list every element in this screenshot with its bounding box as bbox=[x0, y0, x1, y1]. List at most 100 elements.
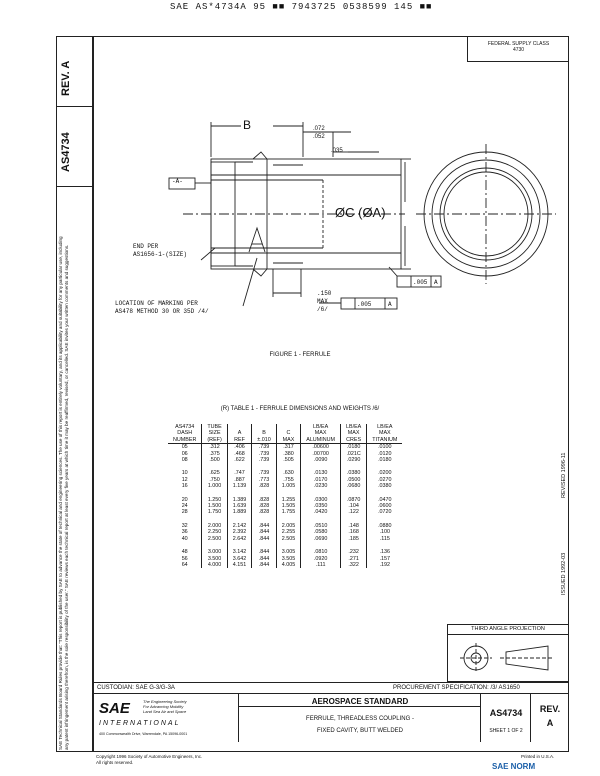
table-cell: .844 bbox=[251, 555, 277, 562]
table-cell: .505 bbox=[275, 457, 301, 464]
table-cell: .844 bbox=[251, 529, 277, 536]
table-group-gap bbox=[168, 542, 403, 550]
table-cell: .312 bbox=[201, 443, 228, 451]
table-cell: 3.142 bbox=[226, 549, 252, 556]
end-per-line1: END PER bbox=[133, 243, 159, 250]
table-cell: 2.250 bbox=[201, 529, 228, 536]
table-cell: .271 bbox=[339, 555, 367, 562]
table-cell: 40 bbox=[181, 535, 188, 542]
table-row: 08.500.622.739.505.0090.0290.0180 bbox=[168, 457, 403, 464]
dim-072-label: .072 bbox=[313, 126, 325, 132]
table-row: 06.375.468.739.380.00700.021C.0120 bbox=[168, 450, 403, 458]
table-cell: .380 bbox=[275, 450, 301, 458]
table-group-gap bbox=[168, 463, 403, 471]
table-cell: .0420 bbox=[300, 509, 341, 516]
table-cell: .0090 bbox=[300, 457, 341, 464]
rev-label: REV. bbox=[539, 704, 561, 714]
table-cell: 2.255 bbox=[275, 529, 301, 536]
sheet-number: SHEET 1 OF 2 bbox=[489, 728, 523, 734]
table-cell: 28 bbox=[181, 509, 188, 516]
table-cell: 1.000 bbox=[201, 483, 228, 490]
table-cell: .00700 bbox=[300, 450, 341, 458]
table-cell: .844 bbox=[251, 535, 277, 543]
note-6-label: /6/ bbox=[317, 306, 328, 313]
figure-caption: FIGURE 1 - FERRULE bbox=[269, 352, 331, 358]
table-cell: 1.255 bbox=[275, 496, 301, 504]
third-angle-projection-label: THIRD ANGLE PROJECTION bbox=[448, 625, 568, 635]
table-cell: .0120 bbox=[366, 450, 403, 458]
table-cell: .0180 bbox=[366, 457, 403, 464]
table-cell: .021C bbox=[339, 450, 367, 458]
aerospace-standard-title: AEROSPACE STANDARD bbox=[311, 697, 409, 706]
table-row: 10.625.747.739.630.0130.0380.0200 bbox=[168, 470, 403, 477]
table-cell: 4.000 bbox=[201, 561, 228, 569]
tolerance-2-datum: A bbox=[388, 301, 392, 308]
revision-block: REV. A bbox=[531, 694, 569, 742]
doc-number: AS4734 bbox=[489, 708, 523, 718]
table-cell: 4.005 bbox=[275, 561, 301, 569]
side-divider bbox=[56, 106, 93, 107]
table-cell: .828 bbox=[251, 503, 277, 510]
table-cell: .887 bbox=[226, 476, 252, 484]
table-title: (R) TABLE 1 - FERRULE DIMENSIONS AND WEI… bbox=[220, 406, 380, 412]
table-cell: 36 bbox=[181, 529, 188, 536]
table-cell: 3.642 bbox=[226, 555, 252, 562]
table-group-gap bbox=[168, 515, 403, 523]
sae-address: 400 Commonwealth Drive, Warrendale, PA 1… bbox=[99, 732, 188, 736]
table-cell: 24 bbox=[181, 503, 188, 510]
table-cell: .0720 bbox=[366, 509, 403, 516]
sae-logo: SAE bbox=[99, 700, 130, 717]
table-cell: .739 bbox=[251, 443, 277, 451]
table-cell: 64 bbox=[181, 561, 188, 568]
table-cell: .185 bbox=[339, 535, 367, 543]
table-cell: 1.889 bbox=[226, 509, 252, 516]
procurement-spec: PROCUREMENT SPECIFICATION: /3/ AS1650 bbox=[393, 685, 520, 691]
table-cell: .111 bbox=[300, 561, 341, 569]
table-header-cell: B±.010 bbox=[251, 424, 277, 445]
table-cell: 06 bbox=[181, 450, 188, 457]
table-cell: .739 bbox=[251, 450, 277, 458]
table-cell: .0130 bbox=[300, 470, 341, 477]
table-cell: .0880 bbox=[366, 522, 403, 530]
table-cell: .148 bbox=[339, 522, 367, 530]
custodian-label: CUSTODIAN: SAE G-3/G-3A bbox=[97, 685, 175, 691]
table-cell: .625 bbox=[201, 470, 228, 477]
table-cell: .739 bbox=[251, 470, 277, 477]
title-block: SAE The Engineering Society For Advancin… bbox=[93, 694, 569, 742]
table-cell: .0380 bbox=[339, 470, 367, 477]
table-group-gap bbox=[168, 489, 403, 497]
table-cell: .0870 bbox=[339, 496, 367, 504]
table-cell: .0200 bbox=[366, 470, 403, 477]
table-cell: .100 bbox=[366, 529, 403, 536]
marking-location-line2: AS478 METHOD 30 OR 35D /4/ bbox=[115, 308, 209, 315]
part-description-line1: FERRULE, THREADLESS COUPLING - bbox=[306, 716, 414, 722]
table-cell: .0810 bbox=[300, 549, 341, 556]
sae-tagline: The Engineering Society For Advancing Mo… bbox=[143, 699, 187, 714]
table-cell: 2.500 bbox=[201, 535, 228, 543]
table-row: 12.750.887.773.755.0170.0500.0270 bbox=[168, 476, 403, 484]
table-cell: .0270 bbox=[366, 476, 403, 484]
table-cell: .0920 bbox=[300, 555, 341, 562]
table-cell: .0500 bbox=[339, 476, 367, 484]
table-cell: 10 bbox=[181, 470, 188, 477]
datum-a-label: -A- bbox=[172, 178, 183, 185]
issued-date: ISSUED 1992-03 bbox=[561, 552, 567, 595]
table-cell: 1.639 bbox=[226, 503, 252, 510]
custodian-row: CUSTODIAN: SAE G-3/G-3A PROCUREMENT SPEC… bbox=[93, 682, 569, 694]
document-header-code: SAE AS*4734A 95 ■■ 7943725 0538599 145 ■… bbox=[170, 2, 433, 12]
table-cell: 48 bbox=[181, 549, 188, 556]
dim-b-label: B bbox=[243, 118, 252, 132]
table-row: 05.312.406.739.317.00600.0180.0100 bbox=[168, 443, 403, 451]
sae-logo-block: SAE The Engineering Society For Advancin… bbox=[93, 694, 239, 742]
table-cell: 1.250 bbox=[201, 496, 228, 504]
